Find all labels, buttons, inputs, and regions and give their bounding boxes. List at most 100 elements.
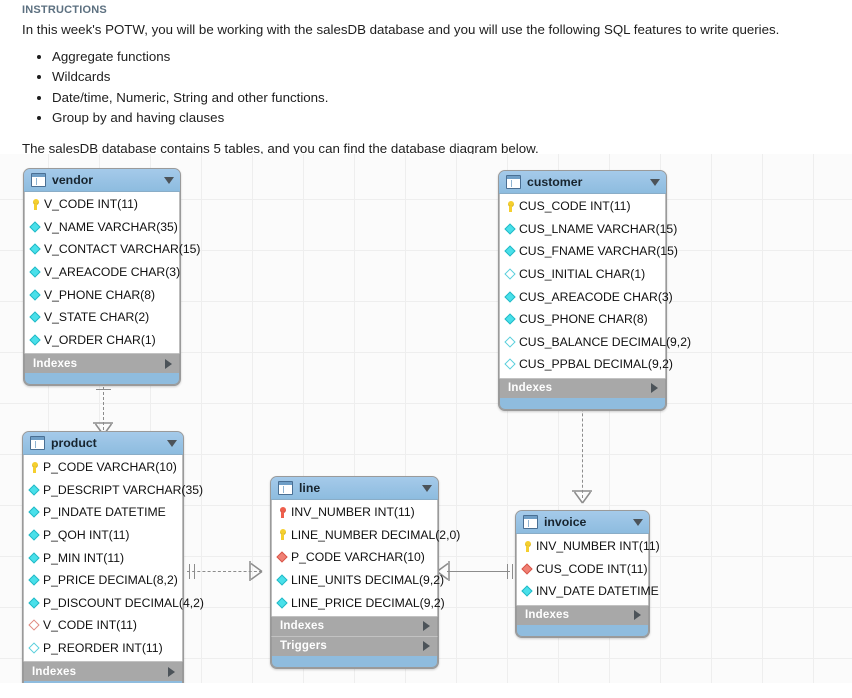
erd-column[interactable]: V_PHONE CHAR(8) xyxy=(25,283,179,306)
erd-column-list: P_CODE VARCHAR(10) P_DESCRIPT VARCHAR(35… xyxy=(23,455,204,662)
erd-indexes-bar[interactable]: Indexes xyxy=(499,377,666,398)
erd-column-label: CUS_INITIAL CHAR(1) xyxy=(519,267,646,282)
primary-key-icon xyxy=(30,198,41,211)
erd-column[interactable]: CUS_BALANCE DECIMAL(9,2) xyxy=(500,331,691,354)
chevron-right-icon[interactable] xyxy=(634,610,641,621)
erd-column[interactable]: P_QOH INT(11) xyxy=(24,524,182,547)
erd-column[interactable]: P_MIN INT(11) xyxy=(24,546,182,569)
erd-column[interactable]: V_AREACODE CHAR(3) xyxy=(25,261,180,284)
erd-column-list: CUS_CODE INT(11) CUS_LNAME VARCHAR(15) C… xyxy=(499,194,691,378)
erd-column[interactable]: CUS_LNAME VARCHAR(15) xyxy=(500,218,677,241)
erd-table-header[interactable]: line xyxy=(271,477,438,500)
erd-column-label: V_STATE CHAR(2) xyxy=(44,310,150,325)
list-item: Group by and having clauses xyxy=(52,109,832,127)
erd-canvas[interactable]: vendor V_CODE INT(11) V_NAME VARCHAR(35)… xyxy=(0,154,852,683)
erd-column[interactable]: P_DESCRIPT VARCHAR(35) xyxy=(24,479,203,502)
erd-column[interactable]: CUS_INITIAL CHAR(1) xyxy=(500,263,665,286)
erd-column[interactable]: V_CONTACT VARCHAR(15) xyxy=(25,238,200,261)
erd-column[interactable]: V_CODE INT(11) xyxy=(24,614,182,637)
erd-column[interactable]: P_CODE VARCHAR(10) xyxy=(24,456,182,479)
erd-indexes-label: Indexes xyxy=(525,609,570,622)
erd-column-label: V_CODE INT(11) xyxy=(44,197,138,212)
column-notnull-icon xyxy=(29,506,40,519)
erd-column[interactable]: P_DISCOUNT DECIMAL(4,2) xyxy=(24,592,204,615)
table-icon xyxy=(30,436,45,450)
erd-column[interactable]: LINE_UNITS DECIMAL(9,2) xyxy=(272,569,444,592)
foreign-key-icon xyxy=(277,551,288,564)
instructions-intro: In this week's POTW, you will be working… xyxy=(22,22,780,37)
instructions-bullet-list: Aggregate functions Wildcards Date/time,… xyxy=(22,48,832,127)
erd-table-customer[interactable]: customer CUS_CODE INT(11) CUS_LNAME VARC… xyxy=(498,170,691,411)
chevron-down-icon[interactable] xyxy=(164,176,174,184)
erd-table-header[interactable]: product xyxy=(23,432,183,455)
erd-table-footer xyxy=(516,624,649,637)
erd-column[interactable]: CUS_PPBAL DECIMAL(9,2) xyxy=(500,353,673,376)
erd-column-label: INV_DATE DATETIME xyxy=(536,584,659,599)
erd-column-label: LINE_PRICE DECIMAL(9,2) xyxy=(291,595,445,610)
erd-column[interactable]: CUS_CODE INT(11) xyxy=(500,195,665,218)
erd-column[interactable]: CUS_PHONE CHAR(8) xyxy=(500,308,665,331)
column-notnull-icon xyxy=(505,313,516,326)
erd-column-label: P_REORDER INT(11) xyxy=(43,641,163,656)
column-notnull-icon xyxy=(30,266,41,279)
erd-indexes-bar[interactable]: Indexes xyxy=(271,615,438,636)
erd-triggers-label: Triggers xyxy=(280,640,327,653)
chevron-down-icon[interactable] xyxy=(650,178,660,186)
erd-triggers-bar[interactable]: Triggers xyxy=(271,635,438,656)
erd-table-header[interactable]: vendor xyxy=(24,169,180,192)
erd-column[interactable]: INV_NUMBER INT(11) xyxy=(517,535,660,558)
erd-column-label: P_MIN INT(11) xyxy=(43,550,125,565)
erd-column[interactable]: V_ORDER CHAR(1) xyxy=(25,329,179,352)
erd-column[interactable]: CUS_CODE INT(11) xyxy=(517,558,648,581)
erd-column[interactable]: P_CODE VARCHAR(10) xyxy=(272,546,437,569)
chevron-right-icon[interactable] xyxy=(651,383,658,394)
erd-table-footer xyxy=(271,655,438,668)
erd-table-product[interactable]: product P_CODE VARCHAR(10) P_DESCRIPT VA… xyxy=(22,431,204,683)
erd-column[interactable]: P_PRICE DECIMAL(8,2) xyxy=(24,569,182,592)
chevron-down-icon[interactable] xyxy=(633,518,643,526)
erd-indexes-bar[interactable]: Indexes xyxy=(24,353,180,374)
chevron-right-icon[interactable] xyxy=(168,666,175,677)
crowsfoot-icon xyxy=(249,561,263,582)
erd-indexes-label: Indexes xyxy=(280,620,325,633)
table-icon xyxy=(506,175,521,189)
erd-column[interactable]: V_STATE CHAR(2) xyxy=(25,306,179,329)
column-notnull-icon xyxy=(505,245,516,258)
chevron-right-icon[interactable] xyxy=(165,358,172,369)
erd-table-invoice[interactable]: invoice INV_NUMBER INT(11) CUS_CODE INT(… xyxy=(515,510,660,638)
erd-table-header[interactable]: invoice xyxy=(516,511,649,534)
erd-table-header[interactable]: customer xyxy=(499,171,666,194)
erd-column[interactable]: V_CODE INT(11) xyxy=(25,193,179,216)
erd-table-vendor[interactable]: vendor V_CODE INT(11) V_NAME VARCHAR(35)… xyxy=(23,168,200,387)
instructions-outro: The salesDB database contains 5 tables, … xyxy=(22,141,539,157)
erd-column[interactable]: P_INDATE DATETIME xyxy=(24,501,182,524)
erd-column-label: INV_NUMBER INT(11) xyxy=(291,505,415,520)
erd-column[interactable]: LINE_PRICE DECIMAL(9,2) xyxy=(272,591,445,614)
erd-indexes-bar[interactable]: Indexes xyxy=(516,604,649,625)
erd-table-title: invoice xyxy=(544,515,587,529)
crowsfoot-icon xyxy=(572,490,593,504)
erd-column[interactable]: CUS_AREACODE CHAR(3) xyxy=(500,285,673,308)
erd-column[interactable]: CUS_FNAME VARCHAR(15) xyxy=(500,240,678,263)
chevron-down-icon[interactable] xyxy=(167,439,177,447)
erd-column-label: INV_NUMBER INT(11) xyxy=(536,539,660,554)
chevron-right-icon[interactable] xyxy=(423,621,430,632)
erd-column[interactable]: INV_DATE DATETIME xyxy=(517,580,659,603)
chevron-right-icon[interactable] xyxy=(423,641,430,652)
column-notnull-icon xyxy=(29,596,40,609)
column-notnull-icon xyxy=(277,574,288,587)
erd-column-label: P_DESCRIPT VARCHAR(35) xyxy=(43,482,204,497)
table-icon xyxy=(31,173,46,187)
erd-table-line[interactable]: line INV_NUMBER INT(11) LINE_NUMBER DECI… xyxy=(270,476,460,669)
erd-column-label: V_CODE INT(11) xyxy=(43,618,137,633)
erd-table-footer xyxy=(499,397,666,410)
erd-column[interactable]: V_NAME VARCHAR(35) xyxy=(25,216,179,239)
erd-column[interactable]: INV_NUMBER INT(11) xyxy=(272,501,437,524)
primary-key-icon xyxy=(29,461,40,474)
erd-column-label: CUS_BALANCE DECIMAL(9,2) xyxy=(519,334,692,349)
chevron-down-icon[interactable] xyxy=(422,484,432,492)
erd-column[interactable]: LINE_NUMBER DECIMAL(2,0) xyxy=(272,524,460,547)
erd-column[interactable]: P_REORDER INT(11) xyxy=(24,637,182,660)
erd-indexes-bar[interactable]: Indexes xyxy=(23,661,183,682)
erd-table-footer xyxy=(24,373,180,386)
